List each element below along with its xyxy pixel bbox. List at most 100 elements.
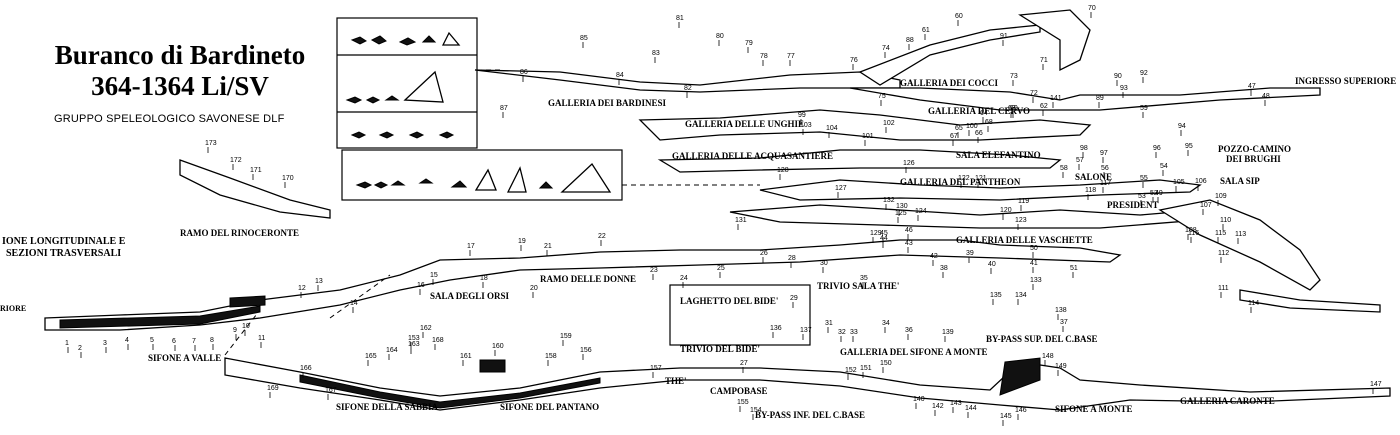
- station-10: 10: [242, 323, 250, 330]
- label-legend-2: SEZIONI TRASVERSALI: [6, 248, 121, 259]
- station-59: 59: [1140, 105, 1148, 112]
- sections-box-bottom: [341, 149, 623, 201]
- station-34: 34: [882, 320, 890, 327]
- station-77: 77: [787, 53, 795, 60]
- station-81: 81: [676, 15, 684, 22]
- station-88: 88: [906, 37, 914, 44]
- station-151: 151: [860, 365, 872, 372]
- station-122: 122: [958, 175, 970, 182]
- label-sala-sip: SALA SIP: [1220, 176, 1260, 186]
- station-116: 116: [1188, 230, 1199, 237]
- station-6: 6: [172, 338, 176, 345]
- station-163: 163: [408, 341, 420, 348]
- station-49: 49: [1155, 190, 1163, 197]
- station-40: 40: [988, 261, 996, 268]
- station-155: 155: [737, 399, 749, 406]
- station-48: 48: [1262, 93, 1270, 100]
- station-107: 107: [1200, 202, 1212, 209]
- station-33: 33: [850, 329, 858, 336]
- station-132: 132: [883, 197, 895, 204]
- station-20: 20: [530, 285, 538, 292]
- station-110: 110: [1220, 217, 1231, 224]
- label-unghie: GALLERIA DELLE UNGHIE: [685, 119, 804, 129]
- station-84: 84: [616, 72, 624, 79]
- station-15: 15: [430, 272, 438, 279]
- station-27: 27: [740, 360, 748, 367]
- station-126: 126: [903, 160, 915, 167]
- station-119: 119: [1018, 198, 1029, 205]
- station-63: 63: [1008, 105, 1016, 112]
- station-5: 5: [150, 337, 154, 344]
- station-114: 114: [1248, 300, 1259, 307]
- station-171: 171: [250, 167, 262, 174]
- station-35: 35: [860, 275, 868, 282]
- station-98: 98: [1080, 145, 1088, 152]
- station-69: 69: [1010, 105, 1018, 112]
- station-91: 91: [1000, 33, 1008, 40]
- station-32: 32: [838, 329, 846, 336]
- station-115: 115: [1215, 230, 1226, 237]
- station-44: 44: [880, 235, 888, 242]
- station-45: 45: [880, 230, 888, 237]
- station-62: 62: [1040, 103, 1048, 110]
- station-164: 164: [386, 347, 398, 354]
- label-bypass-inf: BY-PASS INF. DEL C.BASE: [755, 410, 865, 420]
- station-83: 83: [652, 50, 660, 57]
- station-56: 56: [1101, 165, 1109, 172]
- station-127: 127: [835, 185, 847, 192]
- label-rinoceronte: RAMO DEL RINOCERONTE: [180, 228, 299, 238]
- label-salone: SALONE: [1075, 172, 1112, 182]
- station-4: 4: [125, 337, 129, 344]
- station-96: 96: [1153, 145, 1161, 152]
- station-112: 112: [1218, 250, 1229, 257]
- station-30: 30: [820, 260, 828, 267]
- station-25: 25: [717, 265, 725, 272]
- connectors: [224, 69, 811, 356]
- station-38: 38: [940, 265, 948, 272]
- label-pantheon: GALLERIA DEL PANTHEON: [900, 177, 1021, 187]
- station-82: 82: [684, 85, 692, 92]
- station-14: 14: [350, 300, 358, 307]
- laghetto-box: [669, 284, 811, 346]
- station-140: 140: [913, 396, 925, 403]
- station-9: 9: [233, 327, 237, 334]
- station-149: 149: [1055, 363, 1067, 370]
- station-7: 7: [192, 338, 196, 345]
- station-147: 147: [1370, 381, 1382, 388]
- station-133: 133: [1030, 277, 1042, 284]
- label-orsi: SALA DEGLI ORSI: [430, 291, 510, 301]
- station-46: 46: [905, 227, 913, 234]
- station-64: 64: [980, 110, 988, 117]
- label-donne: RAMO DELLE DONNE: [540, 274, 636, 284]
- station-41: 41: [1030, 260, 1038, 267]
- station-54: 54: [1160, 163, 1168, 170]
- title-line-2: 364-1364 Li/SV: [91, 71, 269, 101]
- label-elefantino: SALA ELEFANTINO: [956, 150, 1041, 160]
- station-102: 102: [883, 120, 895, 127]
- sump-level: [224, 357, 1391, 411]
- label-caronte: GALLERIA CARONTE: [1180, 396, 1275, 406]
- upper-galleries: [474, 9, 1381, 313]
- station-135: 135: [990, 292, 1002, 299]
- label-cervo: GALLERIA DEL CERVO: [928, 106, 1030, 116]
- station-145: 145: [1000, 413, 1012, 420]
- station-118: 118: [1085, 187, 1096, 194]
- station-75: 75: [878, 93, 886, 100]
- station-71: 71: [1040, 57, 1048, 64]
- station-134: 134: [1015, 292, 1027, 299]
- station-58: 58: [1060, 165, 1068, 172]
- station-139: 139: [942, 329, 954, 336]
- station-42: 42: [930, 253, 938, 260]
- subtitle: GRUPPO SPELEOLOGICO SAVONESE DLF: [54, 113, 285, 125]
- station-76: 76: [850, 57, 858, 64]
- station-123: 123: [1015, 217, 1027, 224]
- station-113: 113: [1235, 231, 1246, 238]
- station-60: 60: [955, 13, 963, 20]
- station-170: 170: [282, 175, 294, 182]
- station-52: 52: [1150, 190, 1158, 197]
- station-143: 143: [950, 400, 962, 407]
- station-37: 37: [1060, 319, 1068, 326]
- label-cocci: GALLERIA DEI COCCI: [900, 78, 999, 88]
- station-29: 29: [790, 295, 798, 302]
